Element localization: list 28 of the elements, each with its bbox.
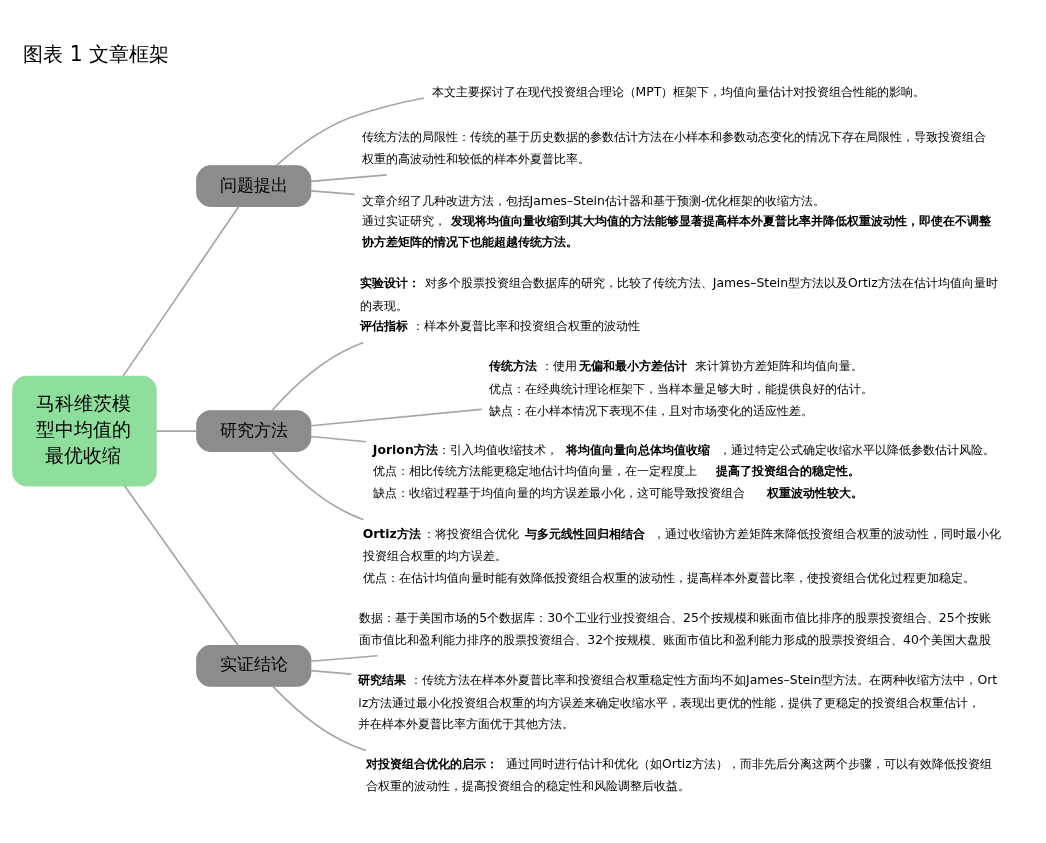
node-box: 马科维茨模型中均值的最优收缩 [12, 375, 157, 487]
connector [123, 485, 239, 647]
connector [272, 685, 367, 752]
node-text: 文章介绍了几种改进方法，包括James–Stein估计器和基于预测-优化框架的收缩方法。 通过实证研究，发现将均值向量收缩到其大均值的方法能够显著提高样本外夏普比率并降低权重波动性，即使在不调整协方差矩阵的情况下也能超越传统方法。 [361, 192, 991, 250]
node-text: 数据：基于美国市场的5个数据库：30个工业行业投资组合、25个按规模和账面市值比排序的股票投资组合、25个按账面市值比和盈利能力排序的股票投资组合、32个按规模、账面市值比和盈利能力形成的股票投资组合、40个美国大盘股 [359, 610, 991, 647]
node-box: 问题提出 [196, 165, 312, 208]
node-text: 研究结果：传统方法在样本外夏普比率和投资组合权重稳定性方面均不如James–Stein型方法。在两种收缩方法中，Ortiz方法通过最小化投资组合权重的均方误差来确定收缩水平，表现出更优的性能，提供了更稳定的投资组合权重估计，并在样本外夏普比率方面优于其他方法。 [358, 672, 998, 732]
connector [310, 435, 367, 443]
connector [275, 97, 425, 167]
connector [310, 654, 379, 663]
connector [310, 669, 353, 675]
connector [270, 341, 365, 412]
node-text: 实验设计：对多个股票投资组合数据库的研究，比较了传统方法、James–Stein型方法以及Ortiz方法在估计均值向量时的表现。 评估指标：样本外夏普比率和投资组合权重的波动性 [360, 274, 998, 333]
connector [310, 408, 483, 427]
diagram-title: 图表 1 文章框架 [23, 42, 170, 67]
node-box: 研究方法 [196, 410, 312, 452]
node-text: 本文主要探讨了在现代投资组合理论（MPT）框架下，均值向量估计对投资组合性能的影响。 [431, 84, 926, 100]
connector [310, 174, 388, 183]
node-text: 传统方法：使用无偏和最小方差估计来计算协方差矩阵和均值向量。 优点：在经典统计理论框架下，当样本量足够大时，能提供良好的估计。 缺点：在小样本情况下表现不佳，且对市场变化的适应性差。 [489, 358, 874, 418]
node-text: Jorion方法：引入均值收缩技术，将均值向量向总体均值收缩，通过特定公式确定收缩水平以降低参数估计风险。 优点：相比传统方法能更稳定地估计均值向量，在一定程度上提高了投资组合的稳定性。 缺点：收缩过程基于均值向量的均方误差最小化，这可能导致投资组合权重波动性较大。 [372, 442, 996, 500]
connector [122, 205, 240, 377]
node-text: 对投资组合优化的启示：通过同时进行估计和优化（如Ortiz方法），而非先后分离这两个步骤，可以有效降低投资组合权重的波动性，提高投资组合的稳定性和风险调整后收益。 [366, 755, 992, 794]
connector [270, 450, 365, 521]
node-box: 实证结论 [196, 645, 312, 687]
connector [155, 430, 198, 432]
node-text: 传统方法的局限性：传统的基于历史数据的参数估计方法在小样本和参数动态变化的情况下存在局限性，导致投资组合权重的高波动性和较低的样本外夏普比率。 [361, 129, 986, 166]
node-text: Ortiz方法：将投资组合优化与多元线性回归相结合，通过收缩协方差矩阵来降低投资组合权重的波动性，同时最小化投资组合权重的均方误差。 优点：在估计均值向量时能有效降低投资组合权重的波动性，提高样本外夏普比率，使投资组合优化过程更加稳定。 [362, 525, 1001, 585]
connector [310, 189, 356, 196]
